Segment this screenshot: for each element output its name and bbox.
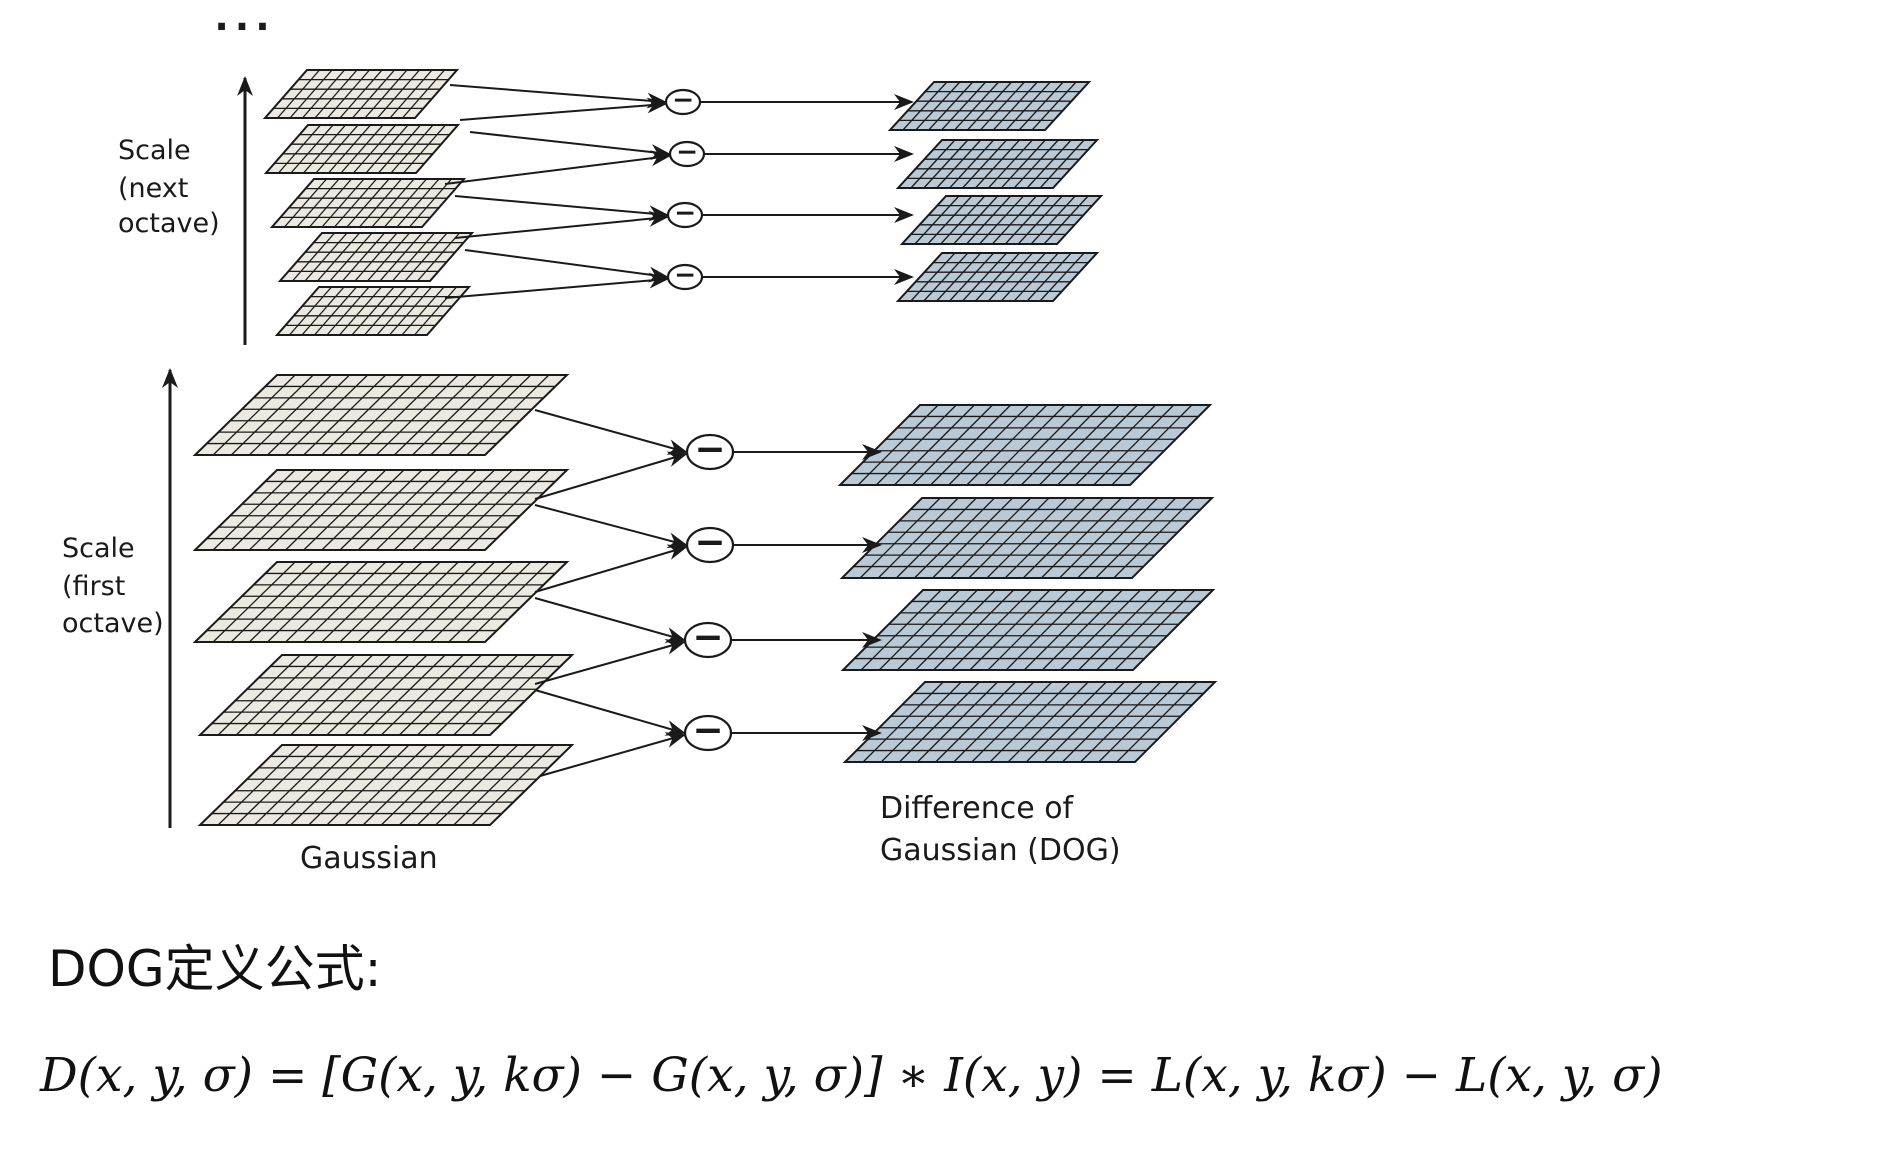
first-octave-dog-layer-3 — [840, 589, 1216, 671]
svg-text:−: − — [674, 198, 696, 229]
next-octave-gaussian-layer-1 — [262, 69, 460, 119]
dog-definition-heading: DOG定义公式: — [48, 940, 382, 998]
next-octave-arrow-4b — [444, 272, 669, 299]
first-octave-arrow-2b — [534, 544, 688, 593]
first-octave-gaussian-layer-5 — [197, 744, 575, 826]
first-octave-dog-layer-1 — [837, 404, 1213, 486]
svg-text:−: − — [692, 614, 723, 658]
next-octave-minus-op-4: − — [666, 260, 704, 291]
first-octave-dog-layer-2 — [839, 497, 1215, 579]
next-octave-arrow-1b — [459, 97, 667, 121]
svg-text:−: − — [672, 85, 694, 116]
svg-text:−: − — [676, 137, 698, 168]
svg-text:−: − — [692, 707, 723, 751]
first-octave-arrow-3b — [534, 639, 686, 685]
next-octave-dog-layer-2 — [895, 139, 1100, 189]
dog-label-line2: Gaussian (DOG) — [880, 833, 1121, 868]
next-octave-minus-op-3: − — [666, 198, 704, 229]
first-octave-gaussian-layer-1 — [192, 374, 570, 456]
first-octave-arrow-1a — [534, 409, 688, 455]
next-octave-arrow-4a — [464, 249, 669, 283]
first-octave-dog-layer-4 — [842, 681, 1218, 763]
dog-label-line1: Difference of — [880, 791, 1075, 826]
first-octave-minus-op-2: − — [685, 519, 735, 563]
next-octave-gaussian-layer-5 — [274, 286, 472, 336]
next-octave-minus-op-1: − — [664, 85, 702, 116]
svg-text:−: − — [694, 519, 725, 563]
next-octave-arrow-2a — [469, 131, 671, 160]
next-octave-gaussian-layer-3 — [269, 178, 467, 228]
ellipsis-label: ... — [214, 0, 275, 39]
next-octave-arrow-3b — [454, 210, 669, 239]
first-octave-minus-op-3: − — [683, 614, 733, 658]
next-octave-label-line2: (next — [118, 173, 188, 204]
first-octave-minus-op-1: − — [685, 426, 735, 470]
first-octave-arrow-4a — [534, 689, 686, 736]
first-octave-gaussian-layer-2 — [192, 469, 570, 551]
next-octave-label-line1: Scale — [118, 135, 191, 166]
next-octave-arrow-2b — [444, 150, 671, 185]
next-octave-gaussian-layer-4 — [277, 232, 475, 282]
first-octave-gaussian-layer-4 — [197, 654, 575, 736]
first-octave-label-line2: (first — [62, 571, 125, 602]
dog-formula: D(x, y, σ) = [G(x, y, kσ) − G(x, y, σ)] … — [40, 1048, 1663, 1103]
first-octave-label-line1: Scale — [62, 533, 135, 564]
first-octave-arrow-4b — [539, 732, 686, 777]
first-octave-arrow-3a — [534, 597, 686, 643]
svg-text:−: − — [694, 426, 725, 470]
connector-arrows — [444, 84, 914, 777]
first-octave-minus-op-4: − — [683, 707, 733, 751]
first-octave-arrow-2a — [534, 504, 688, 549]
next-octave-minus-op-2: − — [668, 137, 706, 168]
next-octave-arrow-3a — [454, 195, 669, 222]
first-octave-arrow-1b — [534, 451, 688, 500]
first-octave-gaussian-layer-3 — [192, 561, 570, 643]
minus-operators: − − − − − − − − — [664, 85, 735, 751]
next-octave-dog-layer-4 — [895, 252, 1100, 302]
gaussian-label: Gaussian — [300, 841, 438, 876]
next-octave-gaussian-layer-2 — [263, 124, 461, 174]
next-octave-label-line3: octave) — [118, 208, 220, 239]
dog-pyramid-diagram: − − − − − − − − ... Scale (next octave) Scale (… — [62, 0, 1218, 876]
grid-layers — [192, 69, 1218, 826]
next-octave-dog-layer-1 — [887, 81, 1092, 131]
next-octave-dog-layer-3 — [899, 195, 1104, 245]
svg-text:−: − — [674, 260, 696, 291]
next-octave-arrow-1a — [449, 84, 667, 109]
first-octave-label-line3: octave) — [62, 608, 164, 639]
